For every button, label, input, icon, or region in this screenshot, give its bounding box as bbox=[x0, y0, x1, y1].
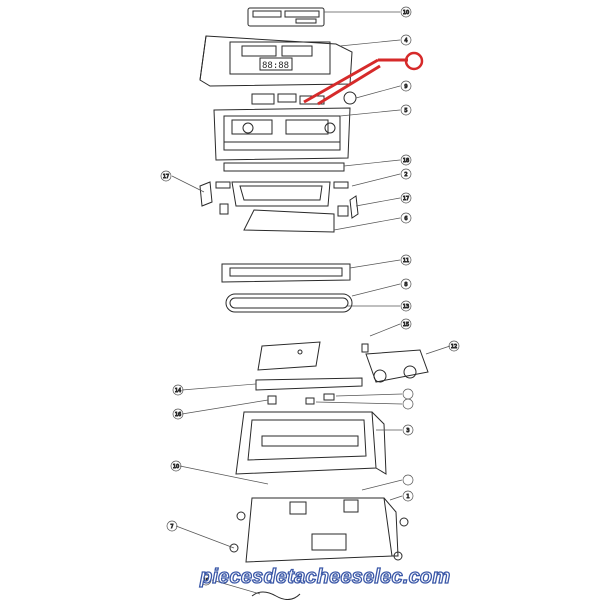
callout-13 bbox=[400, 300, 412, 312]
heating-bar-part bbox=[221, 263, 351, 283]
callout-17-left bbox=[160, 170, 172, 182]
callout-12 bbox=[448, 340, 460, 352]
callout-8 bbox=[400, 278, 412, 290]
control-board-part bbox=[251, 91, 357, 105]
upper-seal-strip-part bbox=[223, 162, 345, 172]
callout-3 bbox=[402, 424, 414, 436]
callout-label: 15 bbox=[403, 322, 409, 328]
callout-14 bbox=[172, 384, 184, 396]
control-panel-label-part bbox=[247, 7, 325, 27]
callout-16 bbox=[172, 408, 184, 420]
feet-parts bbox=[229, 511, 409, 561]
power-cord-part bbox=[251, 591, 301, 600]
callout-4 bbox=[400, 34, 412, 46]
callout-6 bbox=[400, 212, 412, 224]
callout-7 bbox=[166, 520, 178, 532]
callout-label: 5 bbox=[404, 108, 407, 114]
callout-label: 17 bbox=[163, 174, 169, 180]
main-board-part bbox=[257, 341, 321, 371]
callout-label: 4 bbox=[404, 38, 407, 44]
callout-18 bbox=[400, 154, 412, 166]
callout-9 bbox=[400, 80, 412, 92]
callout-17 bbox=[400, 192, 412, 204]
callout-label: 14 bbox=[175, 388, 181, 394]
callout-19 bbox=[200, 574, 212, 586]
callout-label: 19 bbox=[203, 578, 209, 584]
svg-text:88:88: 88:88 bbox=[262, 61, 289, 71]
callout-11 bbox=[400, 254, 412, 266]
callout-label: 6 bbox=[404, 216, 407, 222]
callout-label: 11 bbox=[403, 258, 409, 264]
callout-label: 2 bbox=[404, 172, 407, 178]
callout-label: 1 bbox=[406, 494, 409, 500]
callout-label: 10 bbox=[173, 464, 179, 470]
callout-label: 9 bbox=[404, 84, 407, 90]
callout-labels: 10 4 9 5 18 17 2 17 6 11 8 13 15 12 14 1… bbox=[162, 10, 457, 585]
callout-10 bbox=[400, 6, 412, 18]
pump-assembly-part bbox=[361, 343, 429, 383]
front-trim-part bbox=[243, 209, 335, 233]
callout-label: 3 bbox=[406, 428, 409, 434]
callout-1 bbox=[402, 490, 414, 502]
callout-label: 13 bbox=[403, 304, 409, 310]
middle-body-part bbox=[235, 411, 387, 475]
callout-circles bbox=[160, 6, 460, 586]
highlight-leaders bbox=[303, 51, 424, 106]
callout-15 bbox=[400, 318, 412, 330]
gasket-inner bbox=[229, 297, 349, 309]
callout-leaders bbox=[171, 11, 451, 595]
callout-label: 8 bbox=[404, 282, 407, 288]
base-part bbox=[245, 497, 399, 563]
watermark-text: piecesdetacheeselec.com bbox=[199, 565, 451, 588]
callout-label: 7 bbox=[170, 524, 173, 530]
gasket-part bbox=[225, 293, 353, 313]
callout-label: 16 bbox=[175, 412, 181, 418]
callout-label: 12 bbox=[451, 344, 457, 350]
callout-label: 17 bbox=[403, 196, 409, 202]
callout-2 bbox=[400, 168, 412, 180]
callout-label: 10 bbox=[403, 10, 409, 16]
callout-label: 18 bbox=[403, 158, 409, 164]
sealing-bar-part bbox=[255, 377, 363, 391]
latch-parts bbox=[199, 181, 359, 219]
top-lid-part: 88:88 bbox=[199, 35, 353, 87]
inner-top-frame-part bbox=[213, 107, 351, 161]
callout-10-lower bbox=[170, 460, 182, 472]
callout-5 bbox=[400, 104, 412, 116]
handle-part bbox=[215, 181, 349, 207]
